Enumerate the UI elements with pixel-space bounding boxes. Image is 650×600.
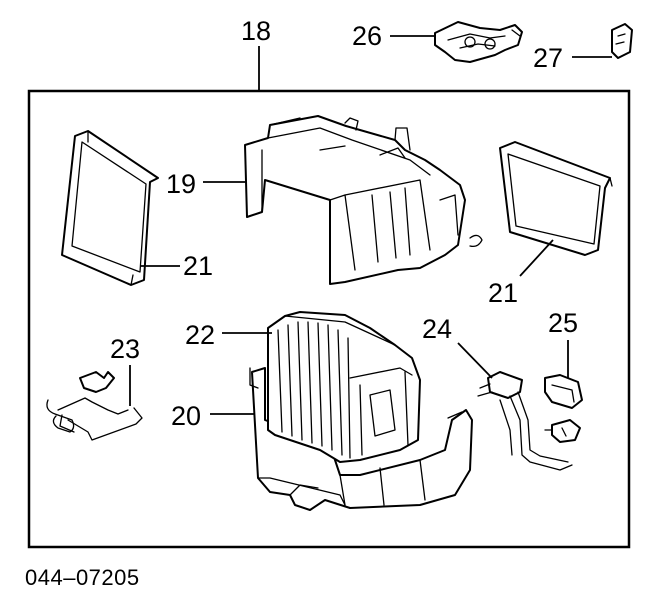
document-number: 044–07205 xyxy=(25,565,140,590)
callout-24[interactable]: 24 xyxy=(422,314,452,344)
part-22-evaporator[interactable] xyxy=(267,311,421,463)
part-24-expansion-valve[interactable] xyxy=(477,371,573,471)
part-26-switch[interactable] xyxy=(434,21,523,63)
callout-18[interactable]: 18 xyxy=(241,16,271,46)
callout-22[interactable]: 22 xyxy=(185,320,215,350)
part-21-left-gasket[interactable] xyxy=(61,130,159,286)
part-21-right-gasket[interactable] xyxy=(499,141,613,256)
callout-23[interactable]: 23 xyxy=(110,334,140,364)
part-25-pressure-switch[interactable] xyxy=(544,374,583,443)
callout-21-left[interactable]: 21 xyxy=(183,251,213,281)
part-23-thermistor[interactable] xyxy=(46,371,143,441)
part-19-upper-case[interactable] xyxy=(244,115,483,285)
callout-26[interactable]: 26 xyxy=(352,21,382,51)
part-27-clip[interactable] xyxy=(611,23,633,59)
callout-20[interactable]: 20 xyxy=(171,401,201,431)
callout-21-right[interactable]: 21 xyxy=(488,278,518,308)
callout-27[interactable]: 27 xyxy=(533,43,563,73)
callout-19[interactable]: 19 xyxy=(166,169,196,199)
assembly-frame xyxy=(27,89,631,549)
callout-25[interactable]: 25 xyxy=(548,308,578,338)
